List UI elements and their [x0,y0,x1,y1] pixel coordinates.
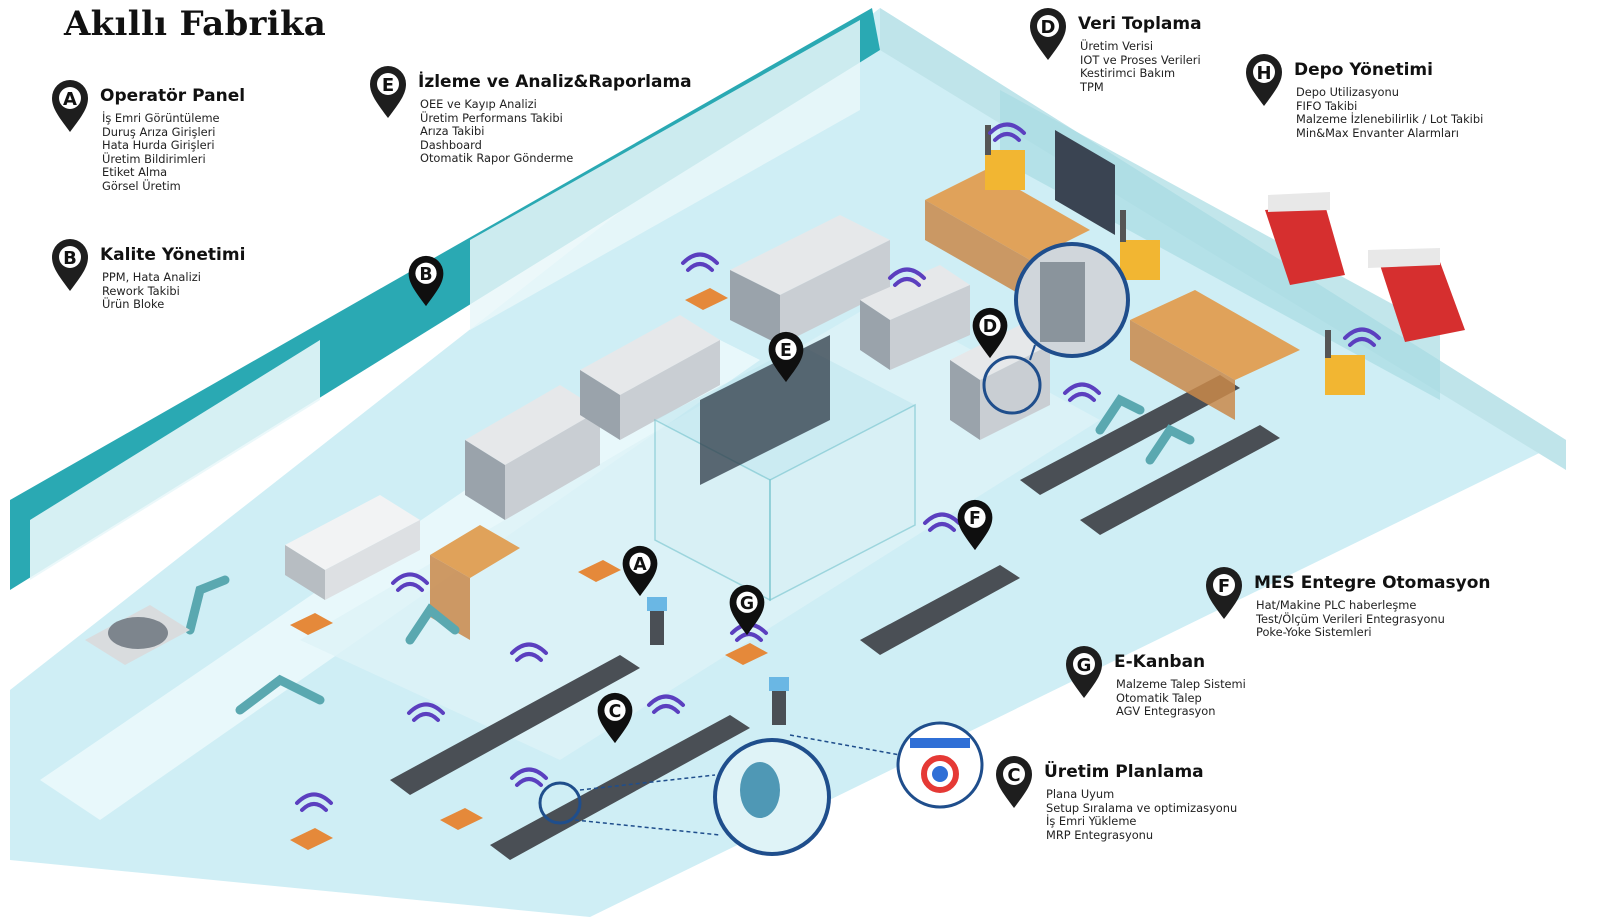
section-item: Dashboard [420,137,482,152]
section-heading: Veri Toplama [1078,14,1202,34]
svg-text:C: C [1007,765,1020,786]
section-items: Hat/Makine PLC haberleşme Test/Ölçüm Ver… [1256,598,1445,640]
svg-text:E: E [780,341,792,361]
section-item: MRP Entegrasyonu [1046,827,1154,842]
wall-windows [30,340,320,580]
map-marker-d-icon: D [972,307,1008,359]
section-item: Otomatik Rapor Gönderme [420,151,574,165]
section-items: Depo Utilizasyonu FIFO Takibi Malzeme İz… [1296,85,1484,140]
section-item: Kestirimci Bakım [1080,66,1176,80]
section-heading: Operatör Panel [100,86,246,106]
section-item: Poke-Yoke Sistemleri [1256,625,1372,639]
map-marker-h-icon: H [1246,54,1282,106]
section-item: Hata Hurda Girişleri [102,138,215,152]
section-item: Malzeme Talep Sistemi [1116,677,1246,691]
svg-text:H: H [1256,63,1271,84]
section-item: Plana Uyum [1046,787,1115,801]
svg-text:B: B [63,248,77,269]
agv [290,288,768,850]
section-heading: İzleme ve Analiz&Raporlama [418,72,692,92]
svg-text:F: F [1218,576,1230,597]
section-items: OEE ve Kayıp Analizi Üretim Performans T… [420,97,574,166]
forklift [1120,210,1160,280]
dashboard-bubble [789,721,984,809]
section-item: Üretim Performans Takibi [420,110,563,125]
svg-text:F: F [969,509,981,529]
section-heading: Depo Yönetimi [1294,60,1433,80]
svg-text:C: C [609,702,622,722]
svg-text:G: G [740,594,754,614]
section-item: Otomatik Talep [1116,690,1202,705]
map-marker-g-icon: G [1066,646,1102,698]
map-marker-d-icon: D [1030,8,1066,60]
section-item: İş Emri Yükleme [1046,814,1137,828]
svg-text:B: B [419,265,432,285]
section-item: Görsel Üretim [102,178,181,193]
section-heading: Kalite Yönetimi [100,245,246,265]
warehouse-racks [430,170,1300,640]
map-marker-f-icon: F [1206,567,1242,619]
section-item: Etiket Alma [102,165,168,179]
map-marker-a-icon: A [622,545,658,597]
section-item: Arıza Takibi [420,124,485,138]
zoom-bubble [982,242,1130,415]
exhaust-fan [85,605,190,665]
robot-arm [185,394,1195,715]
section-item: Ürün Bloke [102,297,165,311]
section-item: İş Emri Görüntüleme [102,111,220,125]
wall-windows [470,20,860,330]
section-item: Min&Max Envanter Alarmları [1296,125,1459,140]
truck [1368,248,1465,342]
section-item: Hat/Makine PLC haberleşme [1256,598,1417,612]
section-items: Plana Uyum Setup Sıralama ve optimizasyo… [1046,787,1238,842]
forklift [985,125,1025,190]
svg-text:A: A [63,89,77,110]
section-items: Malzeme Talep Sistemi Otomatik Talep AGV… [1116,677,1246,719]
section-item: PPM, Hata Analizi [102,270,201,284]
section-item: Üretim Verisi [1080,39,1153,53]
zoom-bubble [538,738,831,856]
section-item: OEE ve Kayıp Analizi [420,97,537,111]
section-heading: E-Kanban [1114,652,1206,672]
section-item: TPM [1080,79,1104,94]
section-item: Setup Sıralama ve optimizasyonu [1046,800,1238,815]
section-item: Test/Ölçüm Verileri Entegrasyonu [1256,611,1445,626]
map-marker-f-icon: F [957,499,993,551]
svg-text:E: E [382,75,394,96]
rolling-door [1055,130,1115,235]
map-marker-c-icon: C [597,692,633,744]
section-item: Duruş Arıza Girişleri [102,124,216,139]
forklift [1325,330,1365,395]
section-heading: Üretim Planlama [1044,762,1204,782]
section-item: AGV Entegrasyon [1116,704,1216,718]
map-marker-b-icon: B [52,239,88,291]
map-marker-c-icon: C [996,756,1032,808]
map-marker-e-icon: E [768,331,804,383]
section-item: Rework Takibi [102,283,180,298]
section-items: Üretim Verisi IOT ve Proses Verileri Kes… [1080,39,1201,94]
truck [1265,192,1345,285]
section-item: Üretim Bildirimleri [102,151,206,166]
cnc-machines [285,215,1050,600]
map-marker-e-icon: E [370,66,406,118]
map-marker-b-icon: B [408,255,444,307]
section-item: FIFO Takibi [1296,98,1358,113]
svg-text:G: G [1077,655,1092,676]
kiosk [647,597,789,725]
section-item: Malzeme İzlenebilirlik / Lot Takibi [1296,112,1484,126]
map-marker-a-icon: A [52,80,88,132]
glass-office [654,335,916,602]
section-item: IOT ve Proses Verileri [1080,52,1201,67]
section-heading: MES Entegre Otomasyon [1254,573,1491,593]
svg-text:A: A [633,555,647,575]
svg-text:D: D [983,317,997,337]
page-title: Akıllı Fabrika [64,4,327,44]
section-items: PPM, Hata Analizi Rework Takibi Ürün Blo… [102,270,201,312]
section-item: Depo Utilizasyonu [1296,85,1399,99]
section-items: İş Emri Görüntüleme Duruş Arıza Girişler… [102,111,220,193]
map-marker-g-icon: G [729,584,765,636]
svg-text:D: D [1041,17,1056,38]
